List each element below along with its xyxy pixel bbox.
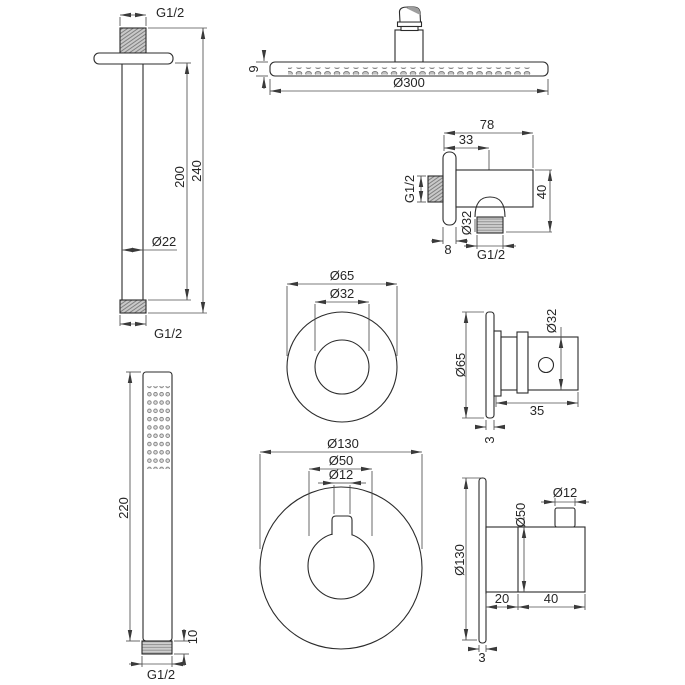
- hand-shower-thread: [141, 640, 173, 655]
- head-stem: [394, 29, 424, 63]
- thermostat-knob-circle: [307, 532, 375, 600]
- wall-outlet-elbow-view: 78 33 G1/2 40 Ø32 G1/2 8: [402, 117, 553, 262]
- dim-label-valve-side-plate-thickness: 3: [482, 436, 497, 443]
- dim-label-thermostat-knob-diameter: Ø50: [329, 453, 354, 468]
- ceiling-arm-view: G1/2 Ø22 200 240 G1/2: [93, 5, 207, 341]
- elbow-body: [455, 169, 534, 208]
- hand-shower-nozzle-grid: [147, 386, 171, 469]
- dim-label-valve-side-plate-diameter: Ø65: [453, 353, 468, 378]
- dim-label-elbow-plate-thickness: 8: [444, 242, 451, 257]
- elbow-outlet-dome: [474, 196, 506, 218]
- dim-label-arm-tube-length: 200: [172, 166, 187, 188]
- dim-label-thermostat-lever-diameter: Ø12: [329, 467, 354, 482]
- valve-trim-knob-circle: [314, 339, 370, 395]
- valve-side-collar: [493, 330, 502, 397]
- dim-label-thermostat-side-plate-diameter: Ø130: [452, 544, 467, 576]
- dim-label-valve-side-depth: 35: [530, 403, 544, 418]
- head-shower-view: 9 Ø300: [246, 6, 549, 95]
- dim-label-elbow-depth: 78: [480, 117, 494, 132]
- thermostat-trim-side-view: Ø130 Ø12 Ø50 20 40 3: [452, 477, 589, 665]
- dim-label-valve-knob-diameter: Ø32: [330, 286, 355, 301]
- dim-label-thermostat-knob-offset: 20: [495, 591, 509, 606]
- head-nozzle-row: [288, 67, 532, 75]
- valve-side-step: [500, 336, 518, 391]
- dim-label-hand-shower-thread: G1/2: [147, 667, 175, 682]
- valve-trim-small-front-view: Ø65 Ø32: [286, 268, 398, 423]
- thermostat-side-lever-knob: [554, 507, 576, 528]
- dim-label-thermostat-side-knob-diameter: Ø50: [513, 503, 528, 528]
- hand-shower-view: 220 10 G1/2: [116, 371, 200, 682]
- head-ball-joint-shade: [406, 7, 421, 15]
- dim-label-elbow-outlet-diameter: Ø32: [459, 211, 474, 236]
- dim-label-elbow-offset: 33: [459, 132, 473, 147]
- dim-label-arm-bottom-thread: G1/2: [154, 326, 182, 341]
- elbow-outlet-thread: [476, 216, 504, 234]
- elbow-wall-plate: [442, 151, 457, 226]
- valve-side-body: [527, 336, 579, 391]
- thermostat-trim-front-view: Ø130 Ø50 Ø12: [259, 436, 423, 650]
- valve-side-ring: [516, 331, 529, 394]
- dim-label-arm-tube-diameter: Ø22: [152, 234, 177, 249]
- valve-trim-small-side-view: Ø65 Ø32 35 3: [453, 309, 579, 444]
- dim-label-head-edge-height: 9: [246, 65, 261, 72]
- head-neck-waist: [400, 25, 419, 32]
- dim-label-arm-top-thread: G1/2: [156, 5, 184, 20]
- dim-label-hand-shower-thread-height: 10: [185, 630, 200, 644]
- dim-label-thermostat-side-lever-diameter: Ø12: [553, 485, 578, 500]
- dim-label-thermostat-knob-depth: 40: [544, 591, 558, 606]
- dim-label-elbow-height: 40: [534, 185, 549, 199]
- dim-label-thermostat-side-plate-thickness: 3: [478, 650, 485, 665]
- head-neck-collar: [396, 21, 423, 28]
- dim-label-arm-total-length: 240: [189, 160, 204, 182]
- valve-side-plate: [485, 311, 495, 419]
- arm-top-thread: [119, 27, 147, 54]
- dim-label-elbow-outlet-thread: G1/2: [477, 247, 505, 262]
- dim-label-valve-plate-diameter: Ø65: [330, 268, 355, 283]
- dim-label-hand-shower-length: 220: [116, 497, 131, 519]
- arm-bottom-thread: [119, 299, 147, 314]
- dim-label-head-diameter: Ø300: [393, 75, 425, 90]
- arm-ceiling-flange: [93, 52, 174, 65]
- thermostat-lever-tab: [331, 515, 353, 535]
- valve-side-button: [537, 356, 555, 374]
- elbow-inlet-thread: [427, 175, 444, 203]
- dim-label-elbow-inlet-thread: G1/2: [402, 175, 417, 203]
- dim-label-thermostat-plate-diameter: Ø130: [327, 436, 359, 451]
- thermostat-side-body: [485, 526, 586, 593]
- dim-label-valve-side-body-diameter: Ø32: [544, 309, 559, 334]
- thermostat-side-plate: [478, 477, 487, 644]
